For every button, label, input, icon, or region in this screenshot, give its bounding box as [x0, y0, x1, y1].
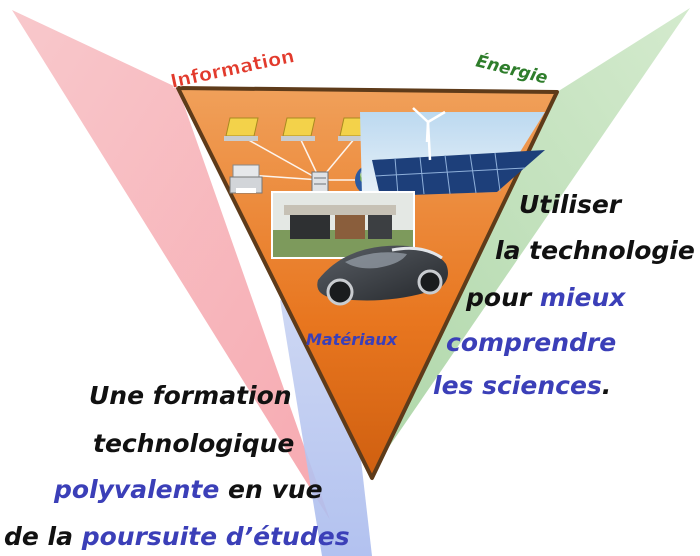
left-text-de-la: de la	[4, 522, 82, 551]
right-text-mieux: mieux	[539, 283, 626, 312]
right-text-line1: Utiliser	[519, 190, 622, 219]
right-text-line2: la technologie	[495, 236, 695, 265]
wind-turbine-icon	[412, 107, 446, 161]
right-text-line4: comprendre	[446, 328, 617, 357]
laptop-icon	[224, 117, 259, 141]
right-text-period: .	[601, 371, 612, 400]
right-text-pour: pour	[466, 283, 540, 312]
concept-car-icon	[317, 245, 448, 306]
laptop-icon	[281, 117, 316, 141]
house-icon	[271, 191, 415, 259]
right-text-line5: les sciences.	[433, 371, 611, 400]
left-text-poursuite: poursuite d’études	[81, 522, 350, 551]
left-text-polyvalente: polyvalente	[54, 475, 220, 504]
left-text-line3: polyvalente en vue	[54, 475, 323, 504]
information-label: Information	[168, 45, 296, 93]
energie-label: Énergie	[474, 50, 550, 89]
left-text-line4: de la poursuite d’études	[4, 522, 350, 551]
left-text-line2: technologique	[93, 429, 295, 458]
right-text-line3: pour mieux	[466, 283, 625, 312]
left-text-en-vue: en vue	[219, 475, 323, 504]
printer-icon	[229, 164, 263, 194]
materiaux-label: Matériaux	[306, 330, 398, 349]
information-wing	[12, 10, 330, 520]
energie-wing	[380, 8, 690, 460]
left-text-line1: Une formation	[89, 381, 292, 410]
server-icon	[311, 171, 329, 197]
solar-panel-icon	[360, 112, 545, 196]
right-text-sciences: les sciences	[433, 371, 602, 400]
